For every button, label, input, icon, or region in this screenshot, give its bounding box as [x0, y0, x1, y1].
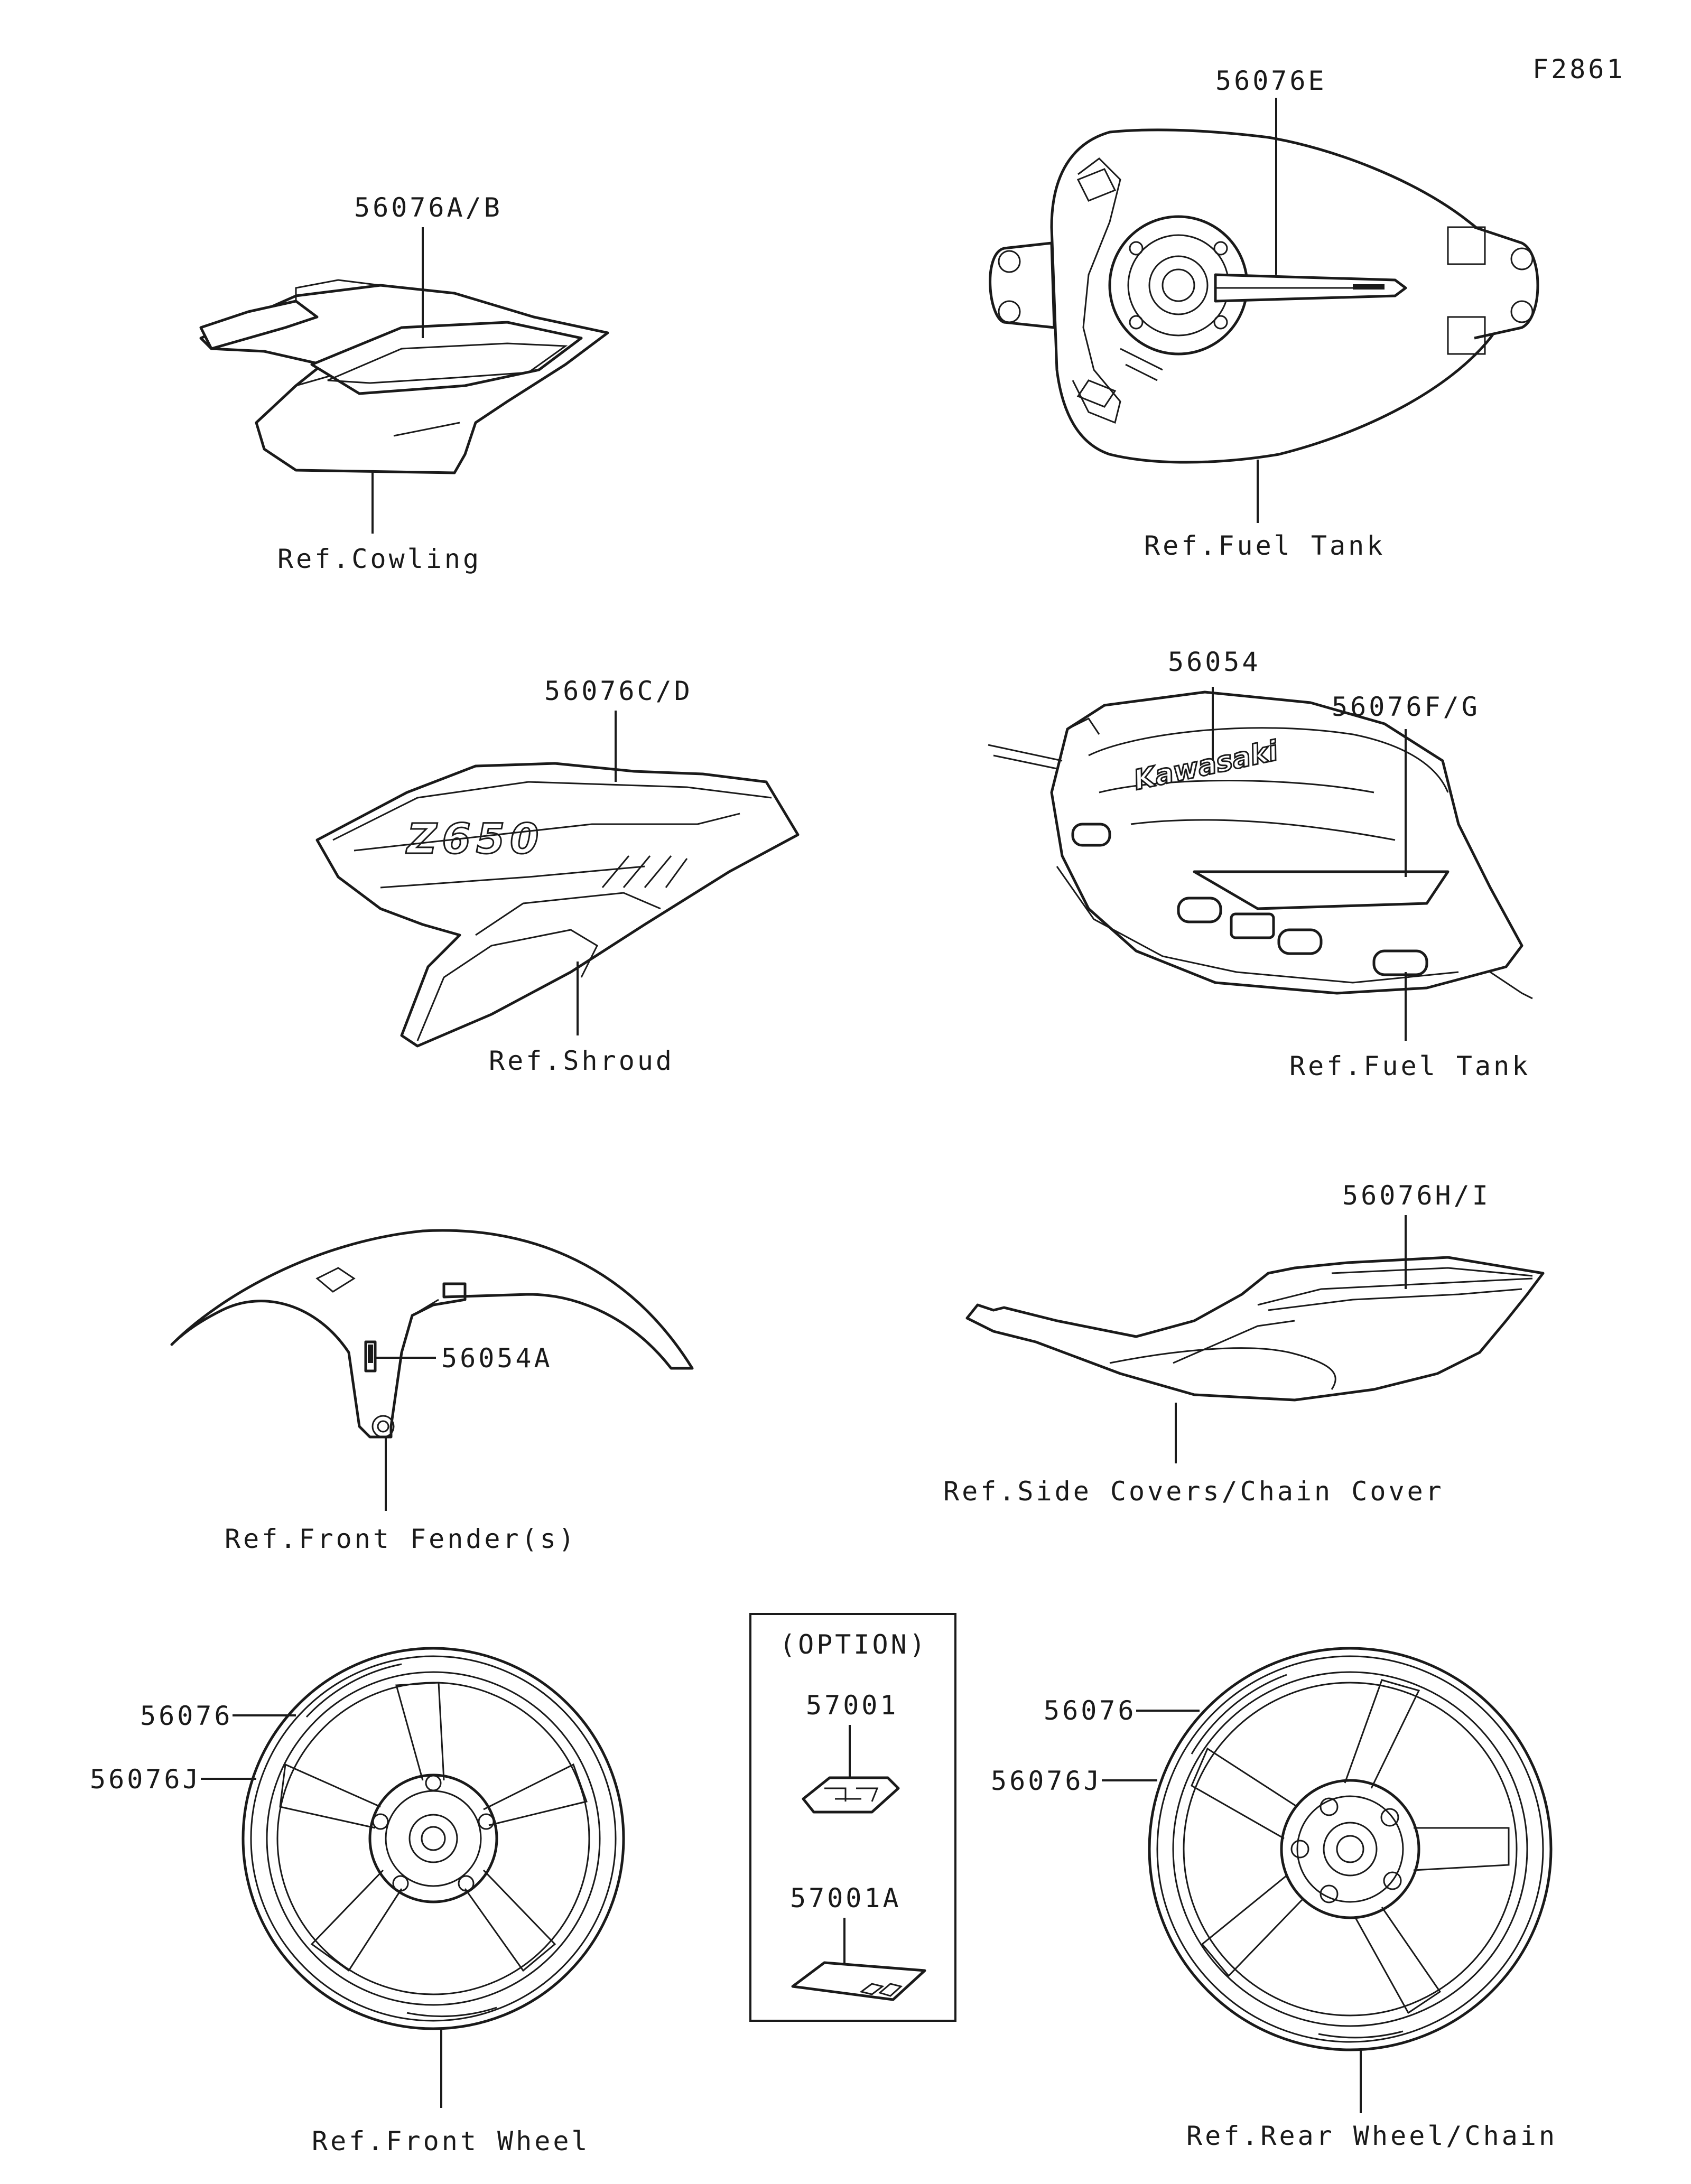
shroud-logo: Z650	[405, 816, 544, 863]
label-sidecover-ref: Ref.Side Covers/Chain Cover	[943, 1476, 1444, 1507]
rear-wheel-drawing	[1148, 1647, 1553, 2051]
label-front-wheel-part-2: 56076J	[90, 1764, 201, 1795]
label-rear-wheel-ref: Ref.Rear Wheel/Chain	[1186, 2121, 1557, 2151]
shroud-drawing	[315, 762, 800, 1048]
label-front-wheel-part-1: 56076	[140, 1701, 233, 1731]
label-cowling-ref: Ref.Cowling	[277, 544, 481, 574]
figure-code: F2861	[1532, 54, 1625, 85]
label-tank-side-part-1: 56054	[1168, 647, 1261, 677]
cowling-drawing	[199, 279, 609, 474]
front-wheel-drawing	[241, 1647, 625, 2030]
label-fender-part: 56054A	[441, 1343, 553, 1374]
option-part-2-drawing	[791, 1961, 926, 2001]
label-tank-top-part: 56076E	[1215, 66, 1327, 96]
fuel-tank-top-drawing	[989, 128, 1539, 464]
option-box	[749, 1613, 956, 2022]
fuel-tank-side-drawing	[988, 690, 1533, 1000]
label-sidecover-part: 56076H/I	[1342, 1180, 1491, 1211]
label-option-part-1: 57001	[806, 1690, 899, 1721]
label-option-title: (OPTION)	[779, 1629, 928, 1660]
label-cowling-part: 56076A/B	[354, 192, 503, 223]
label-fender-ref: Ref.Front Fender(s)	[225, 1524, 577, 1554]
label-option-part-2: 57001A	[790, 1883, 902, 1914]
label-rear-wheel-part-2: 56076J	[991, 1766, 1102, 1796]
label-tank-side-ref: Ref.Fuel Tank	[1289, 1051, 1530, 1081]
label-front-wheel-ref: Ref.Front Wheel	[312, 2126, 590, 2157]
label-shroud-ref: Ref.Shroud	[489, 1046, 674, 1076]
side-cover-drawing	[965, 1256, 1545, 1402]
label-tank-side-part-2: 56076F/G	[1332, 692, 1480, 722]
label-tank-top-ref: Ref.Fuel Tank	[1144, 530, 1385, 561]
label-rear-wheel-part-1: 56076	[1044, 1695, 1137, 1726]
front-fender-drawing	[170, 1229, 694, 1439]
label-shroud-part: 56076C/D	[544, 676, 693, 706]
option-part-1-drawing	[802, 1776, 900, 1814]
